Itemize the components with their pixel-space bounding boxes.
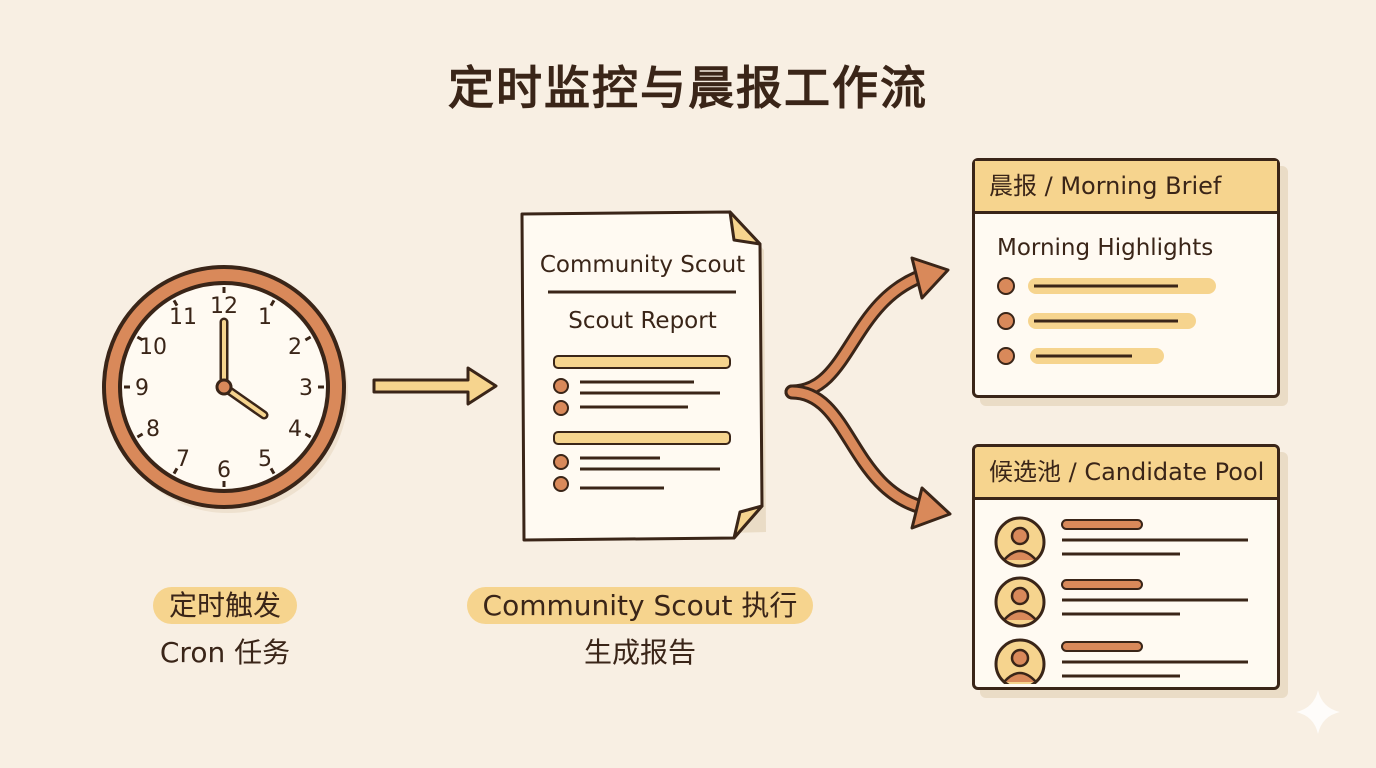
arrow-right-icon (372, 366, 498, 406)
morning-brief-title: 晨报 / Morning Brief (975, 161, 1277, 214)
sparkle-icon (1296, 690, 1340, 734)
candidate-row (994, 516, 1248, 568)
clock-number: 8 (146, 417, 160, 442)
step2-label: Community Scout 执行 生成报告 (430, 584, 850, 682)
clock-number: 6 (217, 458, 231, 483)
step2-caption: 生成报告 (583, 636, 696, 669)
morning-highlights-heading: Morning Highlights (997, 235, 1214, 261)
report-document (520, 210, 766, 542)
clock-number: 11 (169, 305, 197, 330)
step1-caption: Cron 任务 (159, 636, 291, 669)
morning-brief-card: 晨报 / Morning Brief Morning Highlights (972, 158, 1280, 398)
report-header: Community Scout (539, 252, 746, 278)
clock-tick (269, 467, 276, 475)
report-title: Scout Report (568, 308, 717, 334)
clock-number: 12 (210, 294, 238, 319)
clock-tick (269, 299, 276, 307)
clock-tick (304, 335, 312, 342)
clock-number: 1 (258, 305, 272, 330)
candidate-row (994, 576, 1248, 628)
step1-highlight: 定时触发 (152, 587, 297, 624)
clock-number: 7 (176, 447, 190, 472)
candidate-row (994, 638, 1248, 684)
clock-tick (172, 467, 179, 475)
clock-number: 4 (288, 417, 302, 442)
candidate-pool-card: 候选池 / Candidate Pool (972, 444, 1280, 690)
highlight-list (997, 277, 1216, 365)
candidate-pool-title: 候选池 / Candidate Pool (975, 447, 1277, 500)
page-title: 定时监控与晨报工作流 (448, 61, 928, 115)
clock-tick (304, 432, 312, 439)
clock-number: 9 (135, 376, 149, 401)
step2-highlight: Community Scout 执行 (466, 587, 814, 624)
step1-label: 定时触发 Cron 任务 (100, 584, 350, 682)
clock-number: 10 (139, 335, 167, 360)
candidate-list (994, 516, 1248, 684)
clock-tick (136, 335, 144, 342)
clock-tick (136, 432, 144, 439)
clock-number: 3 (299, 376, 313, 401)
branch-arrows-icon (784, 256, 952, 530)
clock-number: 2 (288, 335, 302, 360)
clock-tick (172, 299, 179, 307)
clock-number: 5 (258, 447, 272, 472)
